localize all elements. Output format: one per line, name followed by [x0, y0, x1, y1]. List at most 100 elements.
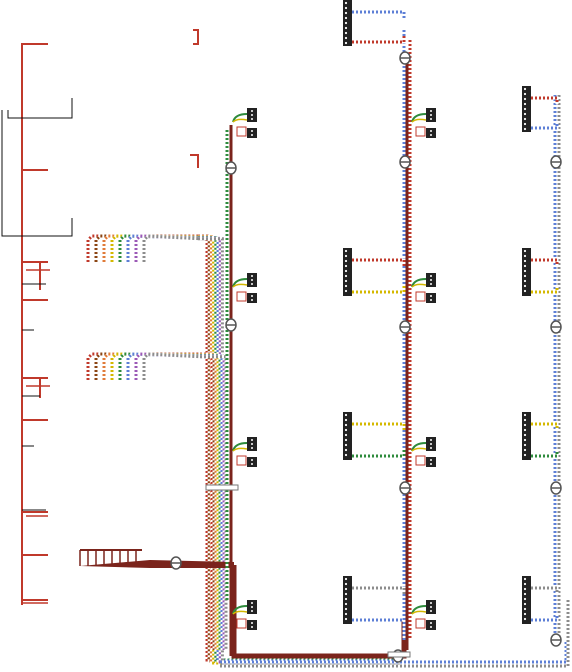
device-pin: [430, 602, 432, 604]
terminal-pin: [523, 587, 527, 591]
upper-fanout-yellow: [110, 234, 207, 262]
terminal-pin: [523, 87, 527, 91]
device-pin: [430, 118, 432, 120]
component-layer: [170, 0, 562, 663]
device-socket: [236, 291, 247, 302]
device-7: [411, 437, 436, 467]
device-pin: [251, 602, 253, 604]
device-socket: [415, 618, 426, 629]
device-block: [247, 457, 257, 467]
terminal-pin: [523, 612, 527, 616]
device-2: [232, 273, 257, 303]
device-block: [426, 128, 436, 138]
terminal-pin: [344, 254, 348, 258]
terminal-block-c3: [522, 412, 531, 460]
terminal-pin: [523, 112, 527, 116]
terminal-pin: [344, 453, 348, 457]
device-socket: [415, 455, 426, 466]
terminal-pin: [523, 617, 527, 621]
terminal-pin: [344, 602, 348, 606]
device-pin: [251, 130, 253, 132]
terminal-block-b2-wire-a: [352, 258, 406, 266]
terminal-block-b2: [343, 248, 352, 296]
terminal-pin: [344, 607, 348, 611]
terminal-block-b4-body: [343, 576, 352, 624]
device-pin: [251, 447, 253, 449]
terminal-pin: [344, 418, 348, 422]
device-pin: [430, 606, 432, 608]
terminal-block-c4-wire-b: [531, 614, 559, 622]
terminal-block-b4-wire-b: [352, 614, 406, 622]
terminal-pin: [344, 31, 348, 35]
loose-lead: [193, 29, 199, 45]
terminal-pin: [523, 443, 527, 447]
terminal-pin: [344, 249, 348, 253]
device-pin: [251, 439, 253, 441]
left-harness-spine: [21, 43, 28, 605]
terminal-pin: [344, 448, 348, 452]
terminal-pin: [523, 413, 527, 417]
device-pin: [251, 463, 253, 465]
terminal-pin: [344, 26, 348, 30]
upper-fanout-yellow-base: [110, 234, 207, 262]
terminal-pin: [523, 433, 527, 437]
terminal-block-b2-body: [343, 248, 352, 296]
terminal-pin: [344, 433, 348, 437]
device-pin: [251, 459, 253, 461]
middle-fanout-brown: [94, 352, 203, 380]
upper-fanout-purple: [134, 234, 213, 262]
terminal-pin: [344, 438, 348, 442]
terminal-pin: [344, 36, 348, 40]
terminal-block-c2: [522, 248, 531, 296]
terminal-pin: [523, 264, 527, 268]
terminal-pin: [523, 582, 527, 586]
device-pin: [251, 114, 253, 116]
terminal-pin: [523, 279, 527, 283]
device-pin: [430, 626, 432, 628]
terminal-pin: [344, 617, 348, 621]
terminal-pin: [523, 274, 527, 278]
device-pin: [251, 606, 253, 608]
device-8: [411, 600, 436, 630]
terminal-block-c3-wire-b: [531, 450, 559, 458]
device-lead: [411, 283, 427, 288]
device-pin: [430, 275, 432, 277]
terminal-pin: [523, 597, 527, 601]
device-lead: [232, 447, 248, 452]
terminal-pin: [344, 428, 348, 432]
device-lead: [232, 118, 248, 123]
device-block: [426, 293, 436, 303]
device-pin: [430, 114, 432, 116]
terminal-pin: [344, 597, 348, 601]
cable-clamp: [387, 651, 411, 658]
terminal-pin: [523, 117, 527, 121]
terminal-pin: [523, 423, 527, 427]
terminal-pin: [344, 413, 348, 417]
device-pin: [430, 299, 432, 301]
terminal-block-top-wire-b: [352, 36, 406, 44]
device-1: [232, 108, 257, 138]
device-6: [411, 273, 436, 303]
terminal-block-top-body: [343, 0, 352, 46]
terminal-pin: [344, 41, 348, 45]
terminal-pin: [523, 592, 527, 596]
device-4: [232, 600, 257, 630]
middle-fanout-purple: [134, 352, 213, 380]
terminal-block-c1-body: [522, 86, 531, 132]
terminal-pin: [523, 107, 527, 111]
terminal-pin: [344, 577, 348, 581]
terminal-block-c1: [522, 86, 531, 132]
device-pin: [430, 295, 432, 297]
loose-lead: [190, 154, 199, 168]
device-pin: [251, 610, 253, 612]
terminal-pin: [523, 122, 527, 126]
terminal-block-c2-wire-b: [531, 286, 559, 294]
terminal-block-b3-wire-b: [352, 450, 406, 458]
device-socket: [415, 291, 426, 302]
upper-fanout-gray: [142, 234, 215, 262]
terminal-pin: [523, 249, 527, 253]
device-pin: [251, 299, 253, 301]
device-lead: [232, 283, 248, 288]
terminal-block-b3: [343, 412, 352, 460]
